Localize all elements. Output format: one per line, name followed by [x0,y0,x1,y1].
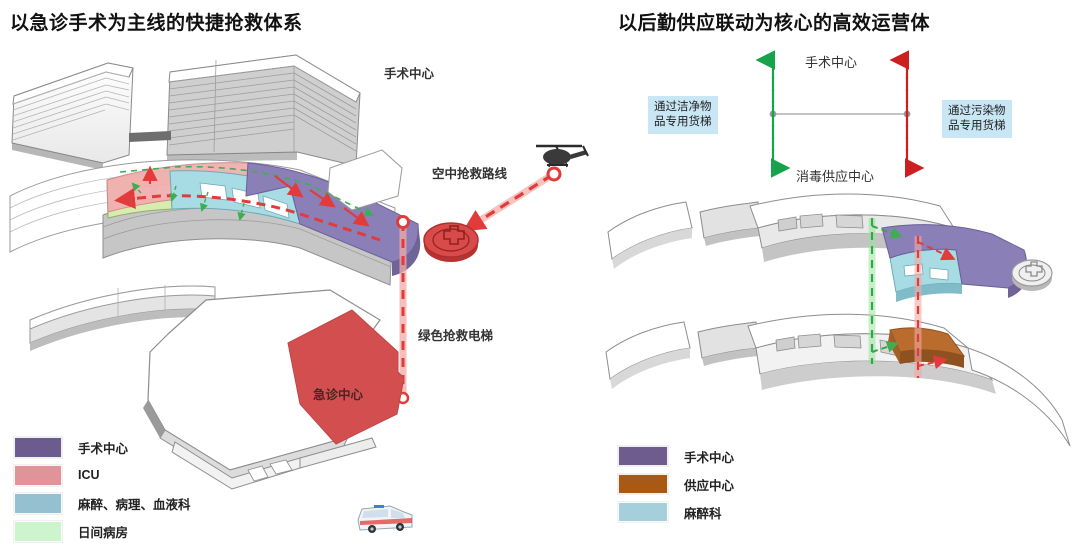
dirty-goods-line1: 通过污染物 [948,105,1006,117]
green-rescue-elevator-line [396,215,410,405]
ward-tower-right [166,54,361,167]
ambulance-icon [357,505,413,533]
legend-swatch-anesthesia-right [618,502,668,522]
air-rescue-route-line [462,166,562,233]
legend-item: 手术中心 [14,436,191,458]
dirty-goods-line2: 品专用货梯 [948,120,1006,132]
right-diagram-svg [605,193,1071,447]
legend-item: 麻醉科 [618,502,734,522]
left-legend: 手术中心 ICU 麻醉、病理、血液科 日间病房 [14,436,191,548]
flow-arrows [114,165,381,242]
helipad-icon-right [1011,259,1053,291]
legend-label-day-ward: 日间病房 [78,525,129,540]
left-diagram-svg [9,54,589,533]
label-dirty-goods-elevator: 通过污染物 品专用货梯 [942,100,1012,138]
legend-swatch-anesthesia [14,492,62,514]
label-air-rescue-route: 空中抢救路线 [432,167,508,181]
clean-goods-shaft [868,218,903,364]
logistics-flow-svg [755,50,925,178]
legend-label-supply-center: 供应中心 [684,478,735,493]
dirty-goods-shaft [914,236,956,378]
legend-label-surgery-right: 手术中心 [684,450,735,465]
legend-label-anesthesia-right: 麻醉科 [684,506,722,521]
legend-item: 麻醉、病理、血液科 [14,492,191,514]
legend-item: ICU [14,464,191,486]
clean-goods-line1: 通过洁净物 [654,101,712,113]
legend-swatch-day-ward [14,520,62,542]
right-panel: 以后勤供应联动为核心的高效运营体 手术中心 消毒供应中心 [600,0,1080,548]
legend-item: 供应中心 [618,474,734,494]
label-flow-sterile-supply-center: 消毒供应中心 [796,169,875,184]
ward-tower-left [11,62,134,170]
legend-item: 手术中心 [618,446,734,466]
legend-label-anesthesia: 麻醉、病理、血液科 [78,497,191,512]
legend-label-icu: ICU [78,468,100,482]
legend-label-surgery: 手术中心 [78,441,129,456]
left-panel: 以急诊手术为主线的快捷抢救体系 [9,13,589,548]
label-emergency-center: 急诊中心 [313,388,364,402]
zone-emergency-center [287,309,405,445]
clean-goods-line2: 品专用货梯 [654,116,712,128]
zone-anesthesia-right [889,248,963,302]
tower-bridge [129,131,171,142]
label-clean-goods-elevator: 通过洁净物 品专用货梯 [648,96,718,134]
right-panel-title: 以后勤供应联动为核心的高效运营体 [618,13,931,34]
left-panel-title: 以急诊手术为主线的快捷抢救体系 [10,13,303,34]
legend-item: 日间病房 [14,520,191,542]
right-legend: 手术中心 供应中心 麻醉科 [618,446,734,530]
label-green-rescue-elevator: 绿色抢救电梯 [418,329,494,343]
label-flow-surgery-center: 手术中心 [805,55,858,70]
legend-swatch-surgery [14,436,62,458]
legend-swatch-icu [14,464,62,486]
label-surgery-center: 手术中心 [384,67,435,81]
lower-level-slab [605,313,1071,447]
helipad-icon [423,222,479,262]
helicopter-icon [536,144,589,168]
legend-swatch-supply-center [618,474,668,494]
legend-swatch-surgery-right [618,446,668,466]
roof-block [327,149,403,211]
